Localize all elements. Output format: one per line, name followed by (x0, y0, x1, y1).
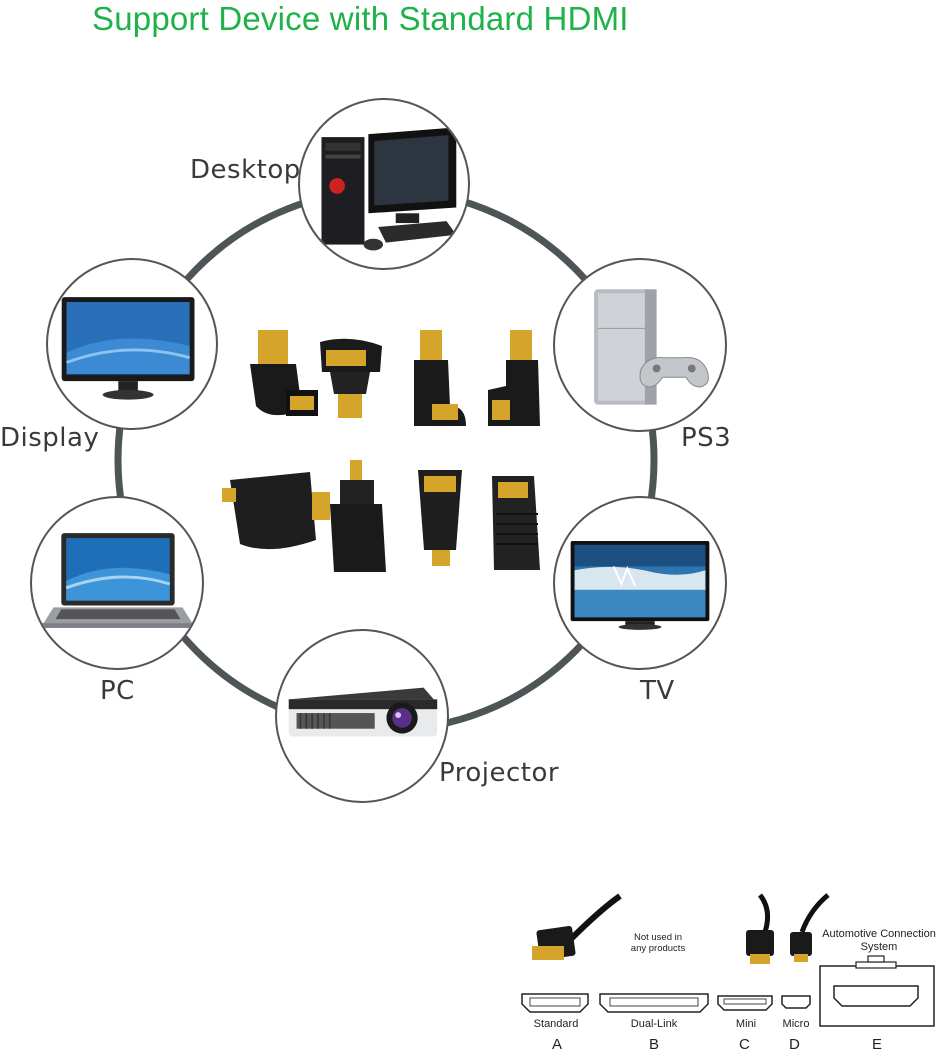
adapter-8 (492, 476, 540, 570)
hdmi-connector-types: Not used in any products Automotive Conn… (510, 890, 939, 1057)
adapter-5 (222, 472, 330, 550)
label-desktop: Desktop (190, 155, 301, 185)
adapter-1 (250, 330, 318, 416)
pc-image (30, 496, 204, 670)
connector-name: Micro (782, 1018, 810, 1030)
adapter-6 (330, 460, 386, 572)
ps3-image (553, 258, 727, 432)
label-ps3: PS3 (681, 423, 732, 453)
connector-letter: A (552, 1036, 563, 1053)
connector-name: Dual-Link (630, 1018, 678, 1030)
connector-letter: C (739, 1036, 750, 1053)
tv-image (553, 496, 727, 670)
connector-letter: B (649, 1036, 660, 1053)
adapter-7 (418, 470, 462, 566)
desktop-image (298, 98, 470, 270)
display-image (46, 258, 218, 430)
connector-name: Standard (533, 1018, 579, 1030)
hdmi-adapters-image (210, 310, 570, 600)
note-dual-link: Not used in any products (630, 932, 686, 954)
connector-letter: E (872, 1036, 883, 1053)
label-projector: Projector (439, 758, 560, 788)
label-pc: PC (100, 676, 135, 706)
projector-image (275, 629, 449, 803)
connector-letter: D (789, 1036, 800, 1053)
page-title: Support Device with Standard HDMI (92, 0, 629, 37)
label-display: Display (0, 423, 100, 453)
label-tv: TV (640, 676, 675, 706)
adapter-3 (414, 330, 466, 426)
adapter-4 (488, 330, 540, 426)
connector-name: Mini (735, 1018, 757, 1030)
adapter-2 (320, 338, 382, 418)
note-automotive: Automotive Connection System (822, 928, 936, 953)
